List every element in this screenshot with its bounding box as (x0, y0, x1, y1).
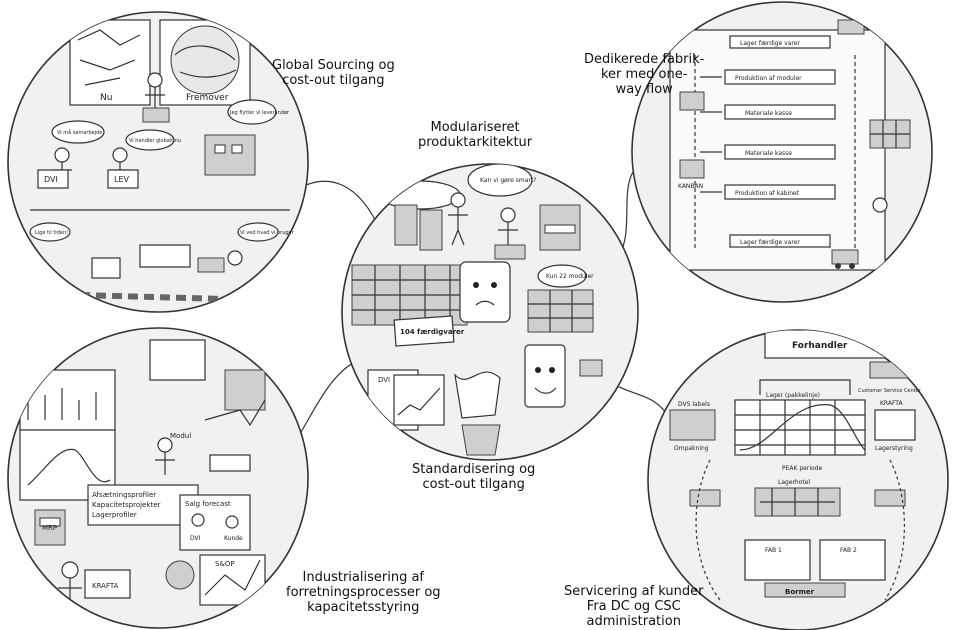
label-fab2: FAB 2 (840, 547, 857, 554)
caption-line: administration (586, 614, 681, 629)
bubble-globalt: Vi handler globalt nu (129, 138, 181, 144)
label-ompakning: Ompakning (674, 445, 709, 452)
label-sales-forecast: Salg forecast (185, 500, 231, 508)
caption-line: Fra DC og CSC (586, 599, 681, 614)
label-ct-dvi: DVI (378, 376, 390, 384)
caption-line: Global Sourcing og (272, 58, 395, 73)
label-krafta: KRAFTA (92, 582, 119, 590)
label-lev: LEV (114, 175, 130, 184)
label-bl-dvi: DVI (190, 535, 201, 542)
bubble-bruger: Vi ved hvad vi bruger (240, 230, 295, 236)
circle-industrialization: MRP Afsætningsprofiler Kapacitetsprojekt… (7, 327, 309, 629)
label-kanban: KANBAN (678, 183, 703, 190)
label-profile-3: Lagerprofiler (92, 511, 137, 519)
caption-line: cost-out tilgang (422, 477, 525, 492)
caption-industrialization: Industrialisering af forretningsprocesse… (286, 570, 441, 615)
caption-line: way flow (615, 82, 673, 97)
caption-global-sourcing: Global Sourcing og cost-out tilgang (272, 58, 395, 88)
bubble-samarbejde: Vi må samarbejde (57, 129, 102, 136)
caption-modular: Modulariseret produktarkitektur (418, 120, 532, 150)
label-bormer: Bormer (785, 588, 815, 596)
label-lager-top: Lager færdige varer (740, 40, 800, 47)
label-lager-pakke: Lager (pakkelinje) (766, 392, 820, 399)
caption-line: Modulariseret (430, 120, 520, 135)
label-fab1: FAB 1 (765, 547, 782, 554)
label-mrp: MRP (42, 524, 57, 532)
circle-modular-product: Kan vi gøre smart? Kun 22 moduler 104 fæ… (341, 163, 639, 461)
caption-dedicated: Dedikerede fabrik- ker med one- way flow (584, 52, 704, 97)
caption-line: ker med one- (600, 67, 688, 82)
caption-standardization: Standardisering og cost-out tilgang (412, 462, 535, 492)
sign-faerdigvarer: 104 færdigvarer (400, 328, 465, 336)
caption-line: Industrialisering af (302, 570, 425, 585)
label-sop: S&OP (215, 560, 235, 568)
label-modul: Modul (170, 432, 191, 440)
label-lager-bottom: Lager færdige varer (740, 239, 800, 246)
label-nu: Nu (100, 93, 112, 103)
bubble-lige: Lige til tiden! (35, 230, 68, 236)
circle-servicing: Forhandler Lager (pakkelinje) PEAK perio… (647, 329, 949, 630)
bubble-smart: Kan vi gøre smart? (480, 177, 536, 184)
label-forhandler: Forhandler (792, 341, 848, 351)
caption-line: cost-out tilgang (282, 73, 385, 88)
label-br-krafta: KRAFTA (880, 400, 904, 407)
label-dvs-labels: DVS labels (678, 401, 710, 408)
label-lagerhotel: Lagerhotel (778, 479, 810, 486)
label-prod-moduler: Produktion af moduler (735, 75, 802, 82)
caption-servicing: Servicering af kunder Fra DC og CSC admi… (564, 584, 704, 629)
circle-dedicated-factories: Lager færdige varer Produktion af module… (631, 1, 933, 303)
label-prod-kabinet: Produktion af kabinet (735, 190, 800, 197)
label-materiale-2: Materiale kasse (745, 150, 792, 157)
label-lagerstyring: Lagerstyring (875, 445, 913, 452)
caption-line: forretningsprocesser og (286, 585, 441, 600)
bubble-moduler: Kun 22 moduler (546, 273, 594, 280)
caption-line: produktarkitektur (418, 135, 533, 150)
label-fremover: Fremover (186, 93, 229, 103)
label-customer-service: Customer Service Center (858, 388, 922, 394)
label-peak: PEAK periode (782, 465, 822, 472)
caption-line: Dedikerede fabrik- (584, 52, 705, 67)
label-profile-2: Kapacitetsprojekter (92, 501, 161, 509)
caption-line: Standardisering og (412, 462, 536, 477)
label-bl-kunde: Kunde (224, 535, 243, 542)
label-profile-1: Afsætningsprofiler (92, 491, 156, 499)
circle-global-sourcing: Nu Fremover DVI LEV Vi må samarbejde Vi … (7, 11, 309, 313)
label-dvi: DVI (44, 175, 58, 184)
bubble-flytter: Jeg flytter vi leverandør (229, 110, 290, 116)
caption-line: kapacitetsstyring (307, 600, 420, 615)
caption-line: Servicering af kunder (564, 584, 704, 599)
label-materiale-1: Materiale kasse (745, 110, 792, 117)
